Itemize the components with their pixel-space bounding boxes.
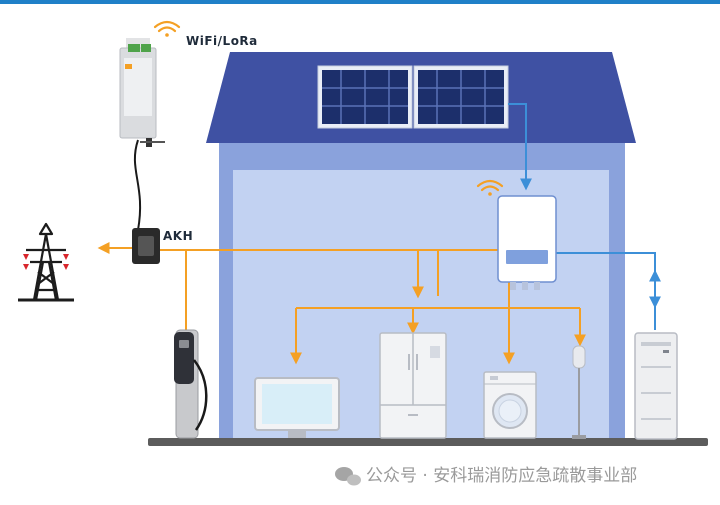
grid-tower-icon xyxy=(18,222,74,302)
wifi-icon-inverter xyxy=(476,179,504,196)
comm-label: WiFi/LoRa xyxy=(186,34,258,48)
ground-line xyxy=(148,438,708,446)
watermark-text: 公众号 · 安科瑞消防应急疏散事业部 xyxy=(366,466,637,486)
washing-machine-appliance xyxy=(483,371,537,439)
solar-to-inverter-line xyxy=(508,103,532,191)
ev-charger xyxy=(174,329,208,439)
akh-meter xyxy=(132,228,160,264)
wifi-icon-module xyxy=(153,20,181,37)
wifi-lora-module xyxy=(119,38,165,147)
solar-panel xyxy=(317,65,509,129)
tv-appliance xyxy=(254,377,340,438)
inverter xyxy=(497,195,557,290)
power-lines xyxy=(97,242,586,365)
refrigerator-appliance xyxy=(379,332,447,439)
wechat-icon xyxy=(335,467,361,486)
floor-lamp-appliance xyxy=(572,345,586,439)
battery-cabinet xyxy=(634,332,678,440)
watermark: 公众号 · 安科瑞消防应急疏散事业部 xyxy=(335,466,637,486)
module-cable xyxy=(133,139,142,231)
meter-label: AKH xyxy=(163,229,193,243)
tower-power-arrows xyxy=(23,254,69,270)
top-accent-bar xyxy=(0,0,720,4)
